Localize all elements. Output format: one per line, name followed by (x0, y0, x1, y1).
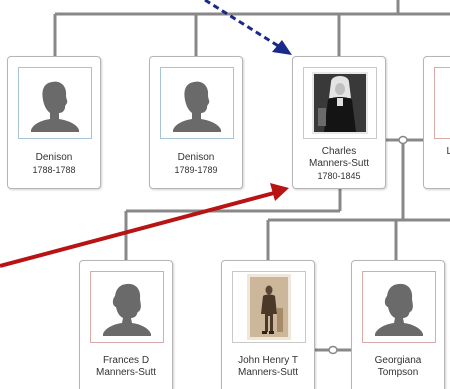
person-card-georgiana[interactable]: Georgiana Tompson (351, 260, 445, 389)
person-name-line2: Manners-Sutt (308, 158, 370, 169)
red-arrow (0, 183, 289, 268)
person-name: Denison (35, 152, 73, 163)
male-silhouette-icon (173, 81, 221, 132)
male-silhouette-icon (31, 81, 79, 132)
person-dates: 1780-1845 (317, 171, 361, 181)
person-card-john-henry[interactable]: John Henry T Manners-Sutt (221, 260, 315, 389)
person-name-line1: John Henry T (238, 355, 298, 366)
person-photo-frame (362, 271, 436, 343)
person-card-charles-manners-sutton[interactable]: Charles Manners-Sutt 1780-1845 (292, 56, 386, 189)
person-photo-frame (18, 67, 92, 139)
person-card-denison-1788[interactable]: Denison 1788-1788 (7, 56, 101, 189)
female-silhouette-icon (103, 283, 151, 336)
person-dates: 1788-1788 (32, 165, 76, 175)
female-silhouette-icon (375, 283, 423, 336)
person-dates: 1789-1789 (174, 165, 218, 175)
person-name-line1: Charles (321, 146, 357, 157)
person-name-line2: Tompson (377, 367, 419, 378)
person-card-denison-1789[interactable]: Denison 1789-1789 (149, 56, 243, 189)
person-name-line1: Lu (446, 146, 450, 157)
person-photo-frame (232, 271, 306, 343)
portrait-photo (247, 274, 291, 340)
person-name-line2: Manners-Sutt (95, 367, 157, 378)
person-photo-frame (303, 67, 377, 139)
person-name-line1: Georgiana (374, 355, 422, 366)
person-photo-frame (434, 67, 450, 139)
person-card-partial-right[interactable]: Lu I 1 (423, 56, 450, 189)
person-photo-frame (90, 271, 164, 343)
blue-dashed-arrow (204, 0, 292, 55)
person-name: Denison (177, 152, 215, 163)
person-photo-frame (160, 67, 234, 139)
person-name-line1: Frances D (102, 355, 150, 366)
portrait-photo (312, 72, 368, 134)
person-card-frances[interactable]: Frances D Manners-Sutt (79, 260, 173, 389)
person-name-line2: Manners-Sutt (237, 367, 299, 378)
